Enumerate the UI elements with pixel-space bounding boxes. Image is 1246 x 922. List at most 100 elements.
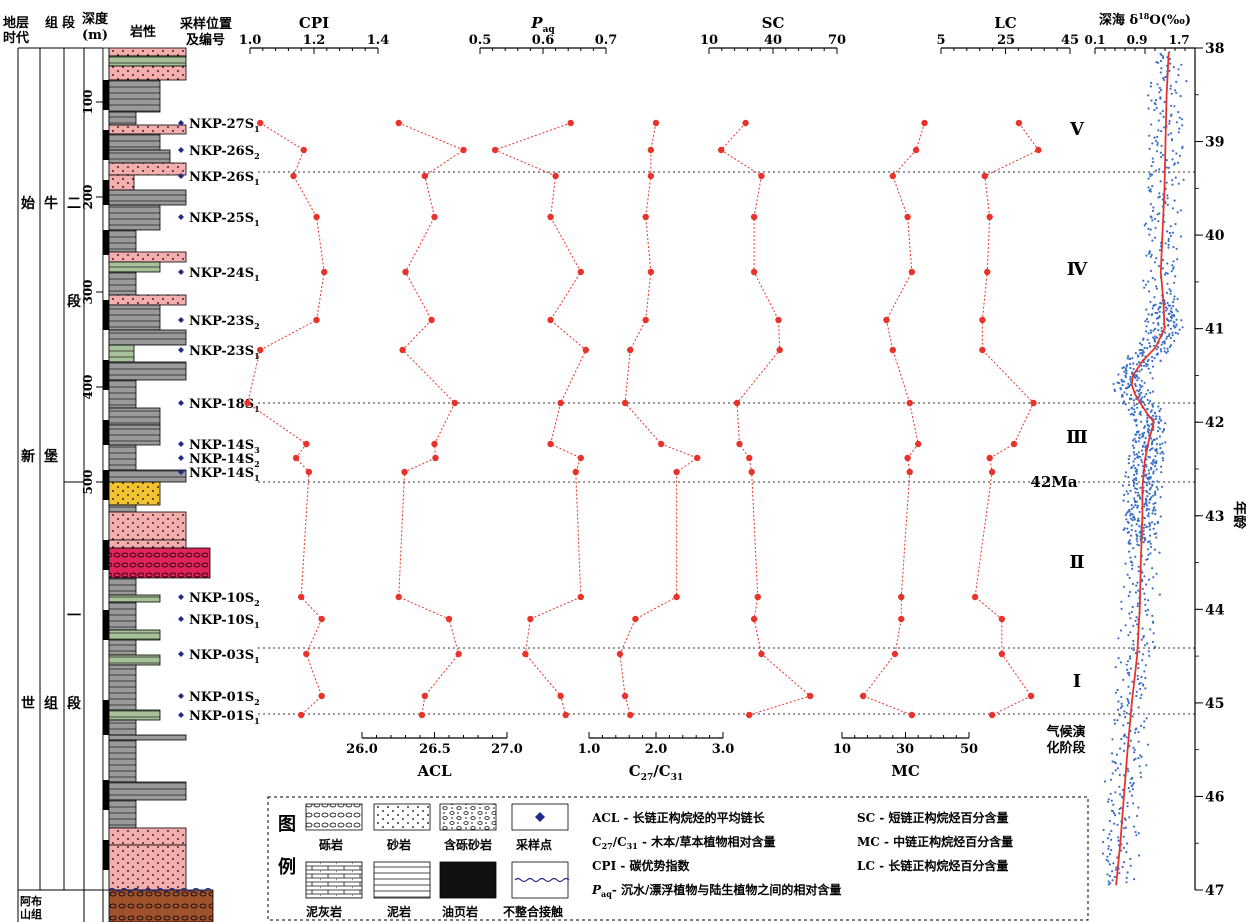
data-point	[998, 615, 1006, 623]
svg-text:二: 二	[67, 196, 81, 212]
depth-ruler	[102, 47, 110, 891]
age-tick-label: 39	[1205, 135, 1224, 151]
def-cpi: CPI - 碳优势指数	[592, 858, 691, 873]
data-point	[557, 692, 564, 700]
tick-label: 40	[764, 33, 782, 48]
data-point	[647, 172, 655, 180]
lithology-column	[108, 47, 214, 922]
data-point	[318, 692, 325, 700]
panel-title: ACL	[416, 762, 452, 780]
def-lc: LC - 长链正构烷烃百分含量	[857, 858, 1008, 873]
svg-text:世: 世	[21, 695, 35, 712]
tick-label: 30	[896, 742, 914, 757]
sample-label: NKP-14S3	[189, 438, 260, 455]
tick-label: 0.6	[532, 33, 555, 48]
sample-marker	[178, 616, 184, 622]
series-line	[398, 122, 465, 716]
data-point	[627, 711, 634, 719]
data-point	[572, 468, 579, 476]
tick-label: 27.0	[491, 742, 523, 757]
svg-text:段: 段	[67, 695, 81, 712]
sample-label: NKP-01S2	[189, 690, 260, 707]
swatch-sandstone: 砂岩	[386, 837, 411, 852]
header-sampling-line1: 采样位置	[179, 16, 232, 32]
data-point	[673, 593, 680, 601]
data-point	[908, 711, 916, 719]
swatch-unconformity: 不整合接触	[503, 904, 563, 919]
data-point	[547, 440, 554, 448]
d18o-title: 深海 δ18O(‰)	[1099, 11, 1191, 28]
climate-stage-label: Ⅲ	[1066, 427, 1088, 448]
sample-marker	[178, 712, 184, 718]
data-point	[988, 711, 996, 719]
sample-label: NKP-23S1	[189, 344, 260, 361]
data-point	[399, 346, 406, 354]
sample-marker	[178, 455, 184, 461]
sample-marker	[178, 651, 184, 657]
data-point	[775, 316, 782, 324]
panel-title: C27/C31	[629, 762, 683, 783]
data-point	[491, 146, 499, 154]
data-point	[979, 346, 986, 354]
data-point	[402, 268, 409, 276]
tick-label: 1.4	[367, 33, 390, 48]
data-point	[244, 399, 251, 407]
data-point	[303, 440, 310, 448]
sample-label: NKP-24S1	[189, 266, 260, 283]
header-stratum-line1: 地层	[3, 15, 29, 31]
sample-label: NKP-10S1	[189, 613, 260, 630]
svg-text:组: 组	[44, 695, 58, 712]
stage-title-2: 化阶段	[1046, 740, 1085, 756]
data-point	[733, 399, 741, 407]
tick-label: 0.7	[595, 33, 618, 48]
sample-label: NKP-14S2	[189, 452, 260, 469]
svg-text:段: 段	[67, 293, 81, 310]
data-point	[257, 346, 264, 354]
tick-label: 0.9	[1127, 33, 1148, 47]
data-point	[912, 146, 920, 154]
sample-marker	[178, 594, 184, 600]
series-line	[974, 122, 1040, 716]
data-point	[395, 593, 402, 601]
epoch-label: 始 新 世	[21, 195, 35, 712]
data-point	[621, 692, 629, 700]
data-point	[428, 316, 435, 324]
legend: 图 例 砾岩 砂岩 含砾砂岩 采样点 泥灰岩 泥岩 油页岩 不整合接触 ACL …	[267, 796, 1089, 921]
swatch-mudstone: 泥岩	[387, 904, 411, 919]
tick-label: 2.0	[645, 742, 668, 757]
tick-label: 70	[828, 33, 846, 48]
def-acl: ACL - 长链正构烷烃的平均链长	[591, 810, 766, 825]
tick-label: 1.2	[303, 33, 326, 48]
data-point	[908, 268, 916, 276]
sample-label: NKP-26S1	[189, 170, 260, 187]
depth-tick-label: 300	[81, 279, 95, 304]
header-lithology: 岩性	[129, 24, 156, 40]
sample-marker	[178, 693, 184, 699]
data-point	[979, 316, 986, 324]
svg-text:堡: 堡	[44, 448, 58, 465]
age-tick-label: 45	[1205, 696, 1224, 712]
sample-labels: NKP-27S1NKP-26S2NKP-26S1NKP-25S1NKP-24S1…	[178, 117, 260, 726]
tick-label: 0.5	[469, 33, 492, 48]
panel-title: MC	[891, 762, 920, 780]
d18o-trend-line	[1115, 52, 1170, 886]
data-point	[1015, 119, 1023, 127]
tick-label: 50	[960, 742, 978, 757]
data-point	[889, 172, 896, 180]
data-point	[750, 268, 758, 276]
svg-text:新: 新	[21, 448, 35, 465]
panel-title: SC	[762, 14, 785, 32]
data-point	[891, 650, 899, 658]
data-point	[451, 399, 458, 407]
data-point	[431, 440, 438, 448]
def-sc: SC - 短链正构烷烃百分含量	[857, 810, 1009, 825]
sample-marker	[178, 214, 184, 220]
data-point	[971, 593, 979, 601]
climate-stage-label: Ⅳ	[1067, 259, 1088, 280]
data-point	[750, 213, 758, 221]
sample-label: NKP-26S2	[189, 144, 260, 161]
tick-label: 26.0	[346, 742, 378, 757]
header-group: 组	[45, 15, 58, 31]
